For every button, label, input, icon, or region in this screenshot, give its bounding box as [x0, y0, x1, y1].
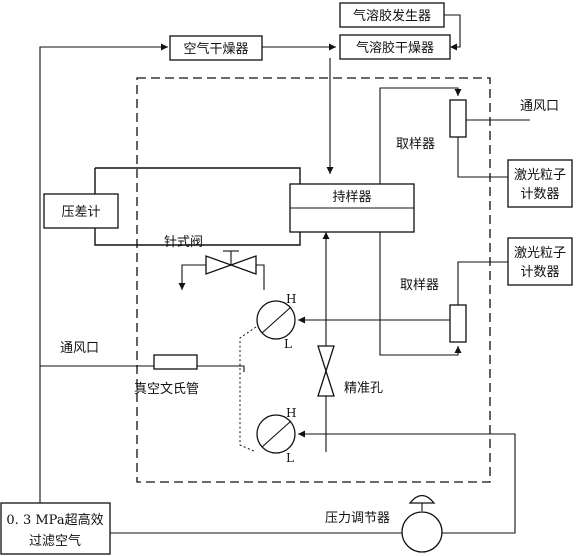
aerosol-dryer-box: 气溶胶干燥器 [339, 34, 451, 60]
venturi-tube: 真空文氏管 [134, 354, 199, 397]
arrow-to-bottom-sampler [454, 346, 462, 353]
bottom-sampler-label: 取样器 [400, 278, 439, 293]
top-sampler-label: 取样器 [396, 137, 435, 152]
top-sampler: 取样器 [396, 99, 467, 152]
aerosol-generator-label: 气溶胶发生器 [353, 8, 431, 24]
filtered-air-box: 0. 3 MPa超高效 过滤空气 [0, 502, 111, 555]
arrow-to-top-sampler [454, 89, 462, 96]
test-chamber-enclosure [136, 77, 491, 483]
upper-manometer-h: H [286, 292, 296, 306]
arrow-to-lower-manometer [298, 430, 305, 438]
holder-label: 持样器 [332, 190, 371, 205]
lower-manometer-l: L [286, 451, 294, 465]
arrow-from-generator [450, 43, 457, 51]
flow-arrows [161, 43, 462, 438]
precision-orifice-label: 精准孔 [344, 381, 383, 396]
upper-manometer: H L [256, 292, 296, 351]
top-vent-label: 通风口 [520, 99, 559, 114]
needle-valve-label: 针式阀 [164, 235, 203, 250]
pressure-regulator: 压力调节器 [325, 494, 443, 553]
venturi-label: 真空文氏管 [134, 382, 199, 397]
laser-counter-bottom-box: 激光粒子 计数器 [507, 237, 573, 286]
arrow-to-upper-manometer [298, 316, 305, 324]
arrow-to-air-dryer [161, 43, 168, 51]
needle-valve: 针式阀 [164, 235, 257, 275]
arrow-to-aerosol-dryer [329, 43, 336, 51]
bottom-sampler: 取样器 [400, 278, 467, 343]
lower-manometer-h: H [286, 406, 296, 420]
filtered-air-line2: 过滤空气 [29, 533, 81, 549]
air-dryer-box: 空气干燥器 [169, 35, 263, 61]
air-dryer-label: 空气干燥器 [183, 41, 248, 57]
laser-counter-top-line2: 计数器 [520, 187, 559, 202]
laser-counter-top-line1: 激光粒子 [514, 168, 566, 183]
laser-counter-bottom-line1: 激光粒子 [514, 246, 566, 261]
pressure-gauge-label: 压差计 [61, 205, 100, 220]
pressure-gauge-box: 压差计 [43, 193, 119, 229]
arrow-orifice-up [322, 232, 330, 239]
precision-orifice: 精准孔 [317, 345, 383, 397]
pressure-regulator-label: 压力调节器 [325, 511, 390, 526]
lower-manometer: H L [256, 406, 296, 465]
upper-manometer-l: L [284, 337, 292, 351]
laser-counter-bottom-line2: 计数器 [520, 265, 559, 280]
laser-counter-top-box: 激光粒子 计数器 [507, 159, 573, 208]
aerosol-dryer-label: 气溶胶干燥器 [356, 40, 434, 56]
arrow-to-holder [326, 167, 334, 174]
arrow-needle-down [178, 283, 186, 290]
aerosol-generator-box: 气溶胶发生器 [339, 2, 445, 28]
sample-holder-box: 持样器 [289, 183, 415, 233]
filtered-air-line1: 0. 3 MPa超高效 [6, 512, 103, 528]
left-vent-label: 通风口 [60, 341, 99, 356]
